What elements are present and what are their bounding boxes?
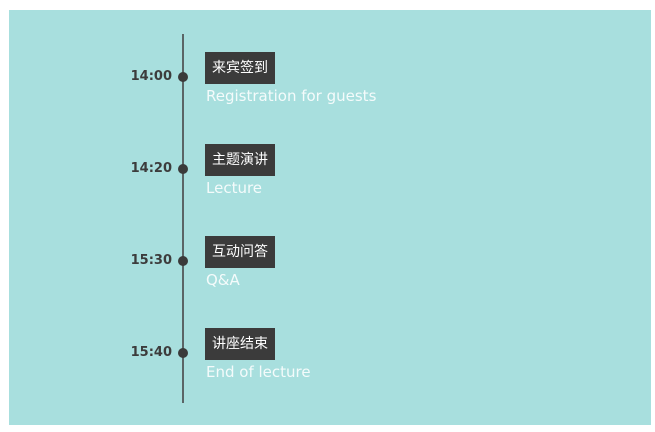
timeline-dot-icon: [178, 348, 188, 358]
timeline-event: 15:40 讲座结束 End of lecture: [0, 326, 655, 386]
timeline-dot-icon: [178, 164, 188, 174]
timeline-dot-icon: [178, 256, 188, 266]
timeline-axis: [182, 34, 184, 403]
event-title: 讲座结束: [205, 328, 275, 360]
timeline-event: 14:20 主题演讲 Lecture: [0, 142, 655, 202]
event-time: 14:20: [130, 161, 172, 176]
timeline-panel: [9, 10, 651, 425]
event-title: 来宾签到: [205, 52, 275, 84]
event-time: 15:40: [130, 345, 172, 360]
event-time: 15:30: [130, 253, 172, 268]
timeline-event: 14:00 来宾签到 Registration for guests: [0, 50, 655, 110]
event-title: 主题演讲: [205, 144, 275, 176]
event-subtitle: Registration for guests: [206, 87, 377, 105]
event-title: 互动问答: [205, 236, 275, 268]
timeline-dot-icon: [178, 72, 188, 82]
event-subtitle: End of lecture: [206, 363, 311, 381]
timeline-event: 15:30 互动问答 Q&A: [0, 234, 655, 294]
event-time: 14:00: [130, 69, 172, 84]
event-subtitle: Q&A: [206, 271, 240, 289]
event-subtitle: Lecture: [206, 179, 263, 197]
